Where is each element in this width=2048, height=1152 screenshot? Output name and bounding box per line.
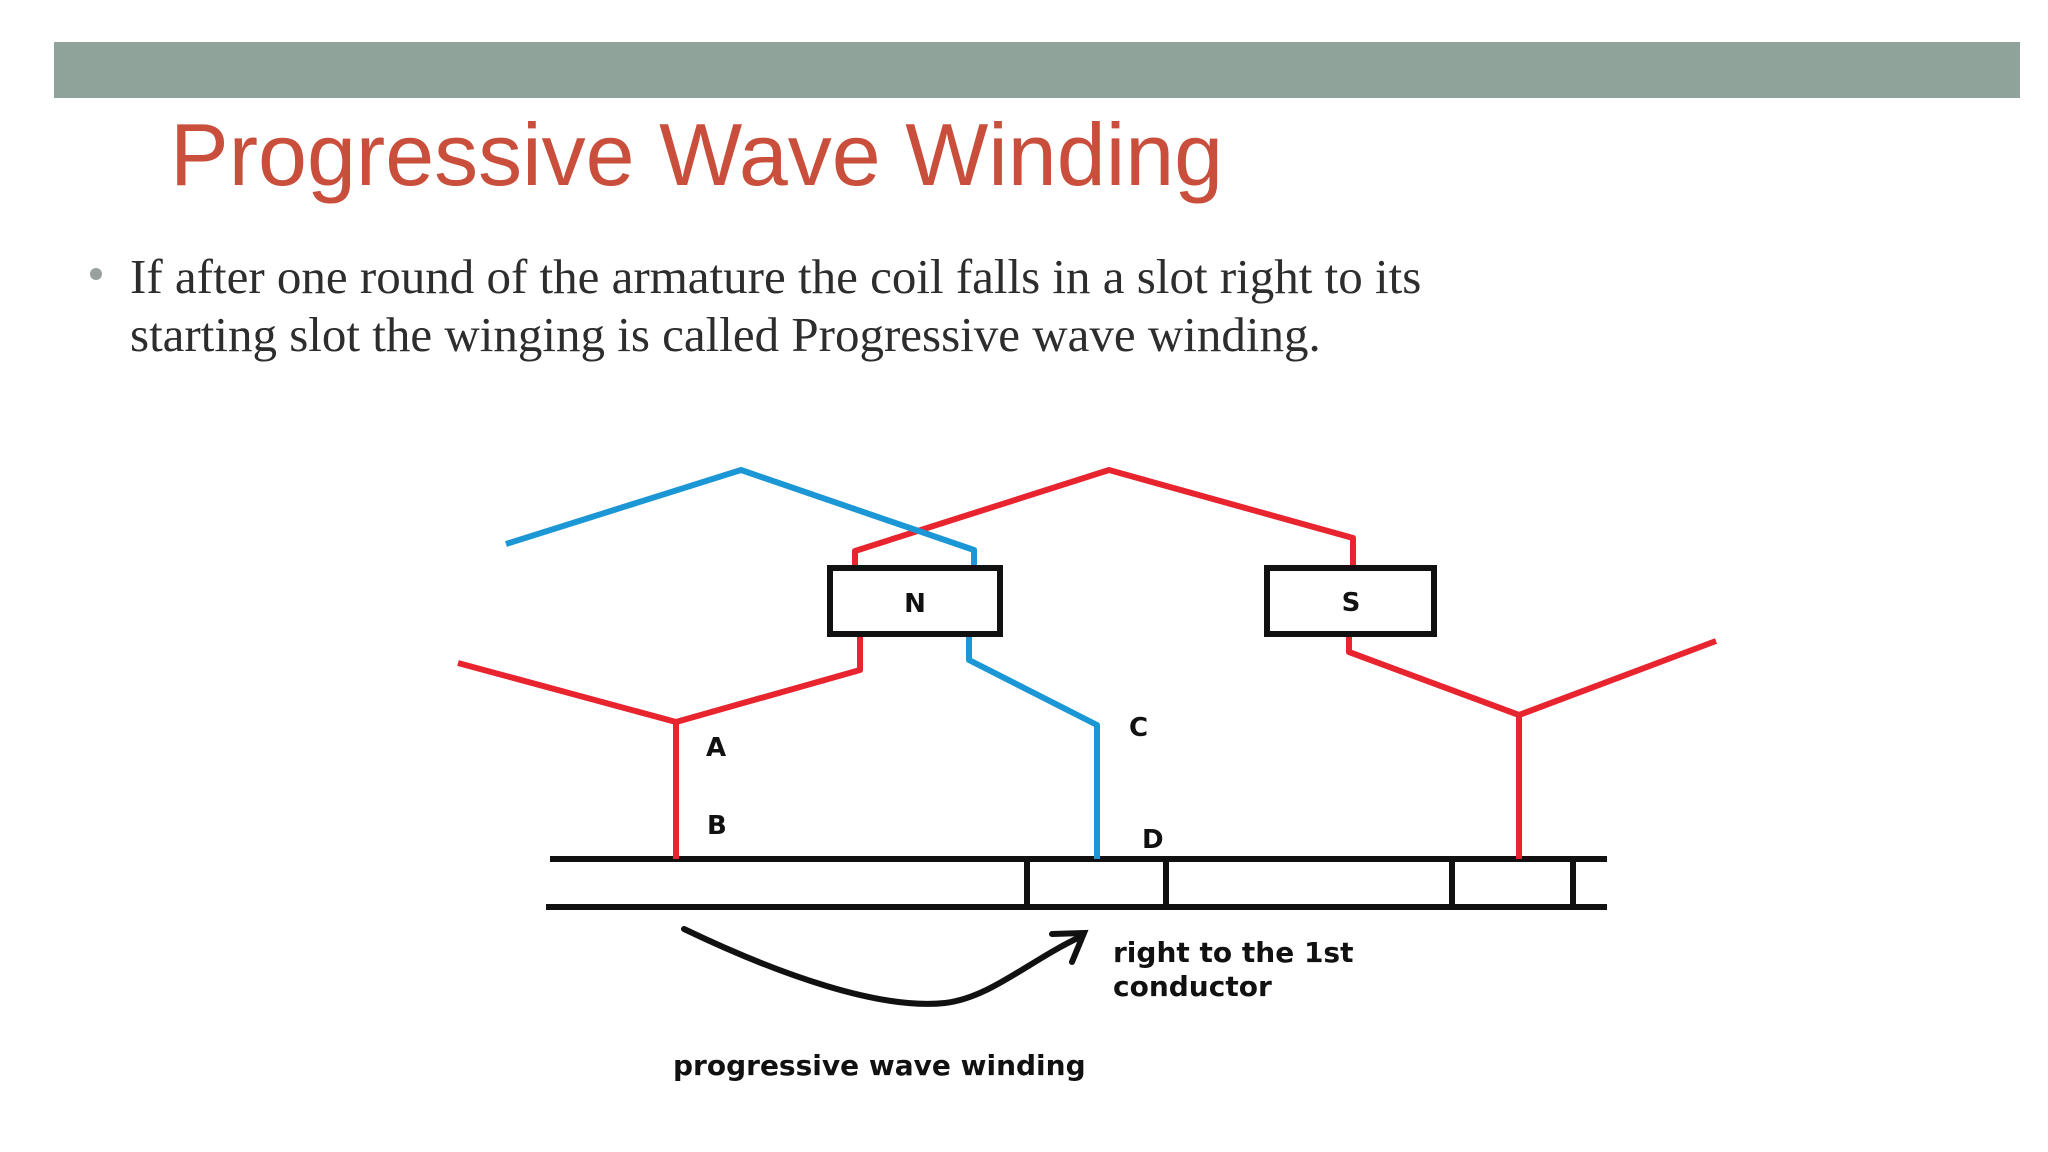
blue-coil xyxy=(505,467,1100,859)
red-coil xyxy=(457,467,1718,859)
red-coil-right-end xyxy=(1517,638,1718,718)
diagram-caption: progressive wave winding xyxy=(673,1049,1086,1082)
annotation-line-1: right to the 1st xyxy=(1113,936,1353,969)
point-label-c: C xyxy=(1129,713,1148,743)
bullet-line-2: starting slot the winging is called Prog… xyxy=(130,307,1321,362)
north-pole-label: N xyxy=(904,589,926,619)
blue-coil-down xyxy=(966,634,1100,859)
point-label-a: A xyxy=(706,733,726,763)
bullet-line-1: If after one round of the armature the c… xyxy=(130,249,1422,304)
red-coil-to-north xyxy=(675,627,863,725)
point-label-d: D xyxy=(1142,825,1164,855)
slide: Progressive Wave Winding If after one ro… xyxy=(54,42,2020,1102)
south-pole-label: S xyxy=(1342,588,1361,618)
red-coil-left-arm xyxy=(457,660,679,859)
bullet-dot-icon xyxy=(90,268,102,280)
point-label-b: B xyxy=(707,811,727,841)
commutator-slots xyxy=(546,856,1607,910)
progression-arrow-icon xyxy=(681,926,1089,1007)
red-coil-right-arm xyxy=(1346,634,1522,859)
bullet-text: If after one round of the armature the c… xyxy=(130,248,1970,364)
red-coil-top xyxy=(852,467,1356,568)
blue-coil-top xyxy=(505,467,977,567)
header-bar xyxy=(54,42,2020,98)
south-pole-box xyxy=(1264,565,1437,637)
north-pole-box xyxy=(827,565,1003,637)
annotation-line-2: conductor xyxy=(1113,970,1272,1003)
slide-title: Progressive Wave Winding xyxy=(170,105,1224,204)
